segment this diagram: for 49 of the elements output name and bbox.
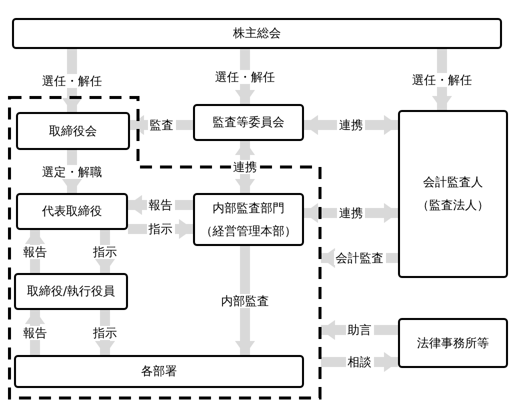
arrow <box>235 49 255 104</box>
edge-label: 選任・解任 <box>410 72 474 86</box>
edge-label: 連携 <box>337 118 365 132</box>
arrow <box>25 310 45 355</box>
dashed-boundary <box>8 96 321 399</box>
process-box <box>398 110 508 278</box>
node-text: 法律事務所等 <box>417 334 489 352</box>
process-box <box>14 355 304 388</box>
arrow <box>95 310 115 355</box>
process-box <box>16 112 130 150</box>
node-text: 取締役会 <box>49 122 97 140</box>
node-text: 代表取締役 <box>42 203 102 220</box>
edge-label: 助言 <box>346 323 374 337</box>
edge-label: 監査 <box>148 118 176 132</box>
node-text: 取締役/執行役員 <box>26 283 116 300</box>
arrow <box>95 230 115 273</box>
process-box <box>12 18 502 49</box>
edge-label: 連携 <box>231 160 259 174</box>
node-text: （監査法人） <box>417 197 489 214</box>
edge-label: 報告 <box>21 326 49 340</box>
process-box <box>193 193 304 246</box>
edge-label: 指示 <box>146 222 174 236</box>
edge-label: 指示 <box>91 244 119 258</box>
arrow <box>25 230 45 273</box>
arrow <box>235 246 255 355</box>
node-text: 株主総会 <box>233 25 281 42</box>
arrow <box>432 49 452 110</box>
node-text: 会計監査人 <box>423 174 483 192</box>
edge-label: 選任・解任 <box>40 74 104 88</box>
edge-label: 内部監査 <box>219 294 271 308</box>
process-box <box>16 193 128 230</box>
process-box <box>193 104 304 141</box>
edge-label: 報告 <box>21 244 49 258</box>
process-box <box>14 273 128 310</box>
edge-label: 選定・解職 <box>40 164 104 178</box>
node-text: 内部監査部門 <box>212 200 284 217</box>
arrow <box>62 150 82 193</box>
edge-label: 選任・解任 <box>213 70 277 84</box>
arrow <box>235 141 255 193</box>
arrow <box>62 49 82 112</box>
edge-label: 指示 <box>91 326 119 340</box>
edge-label: 相談 <box>346 355 374 369</box>
node-text: 各部署 <box>141 363 177 380</box>
node-text: （経営管理本部） <box>200 222 296 240</box>
node-text: 監査等委員会 <box>212 114 284 132</box>
edge-label: 会計監査 <box>334 251 386 265</box>
edge-label: 報告 <box>146 198 174 212</box>
process-box <box>398 318 508 368</box>
edge-label: 連携 <box>337 206 365 220</box>
